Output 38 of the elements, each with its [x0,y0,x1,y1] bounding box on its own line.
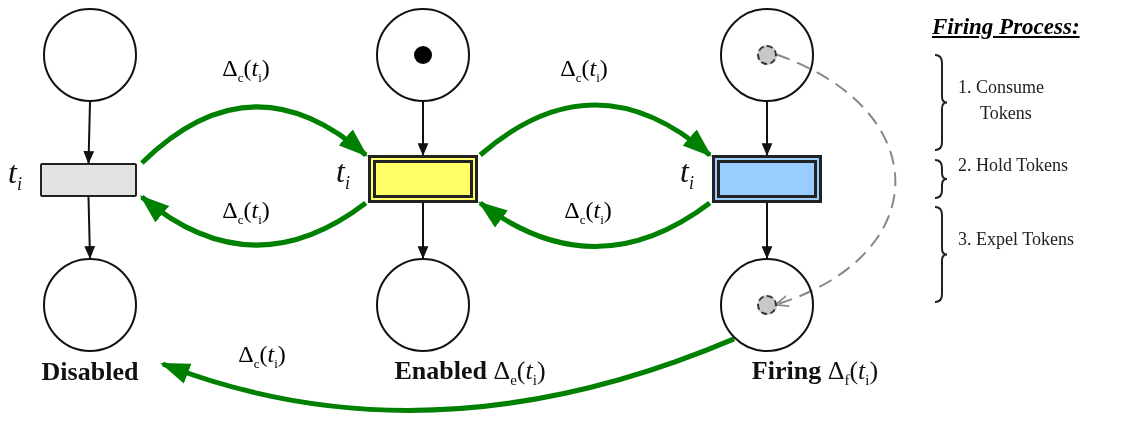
state-label: Firing Δ$_{f}$(t$_{i}$) [710,346,920,400]
place-circle [376,258,470,352]
state-label: Enabled Δ$_{e}$(t$_{i}$) [355,346,585,400]
token-dot [756,44,777,65]
arrow [140,104,368,165]
arrow [160,336,735,413]
edge-label: Δ$_{c}$(t$_{i}$) [220,198,272,226]
arrow [139,195,368,248]
place-circle [43,258,137,352]
place-circle [376,8,470,102]
transition-label: t$_{i}$ [336,155,350,193]
state-label: Disabled [20,352,160,392]
place-circle [720,8,814,102]
transition-bar [712,155,822,203]
transition-label: t$_{i}$ [8,156,22,194]
place-circle [43,8,137,102]
transition-label: t$_{i}$ [680,155,694,193]
arrow [761,101,773,157]
arrow [84,196,96,260]
step-label: 3. Expel Tokens [958,228,1075,251]
transition-bar [368,155,478,203]
step-label: 2. Hold Tokens [958,154,1069,177]
transition-bar [40,163,137,197]
edge-label: Δ$_{c}$(t$_{i}$) [562,198,614,226]
arrow [761,202,773,260]
arrow [83,101,95,165]
edge-label: Δ$_{c}$(t$_{i}$) [220,56,272,84]
arrow [478,102,712,157]
arrow [417,202,429,260]
arrow [478,200,712,249]
token-dot [756,294,777,315]
step-label: 1. Consume Tokens [958,76,1045,126]
arrow [417,101,429,157]
edge-label: Δ$_{c}$(t$_{i}$) [558,56,610,84]
title: Firing Process: [932,14,1080,40]
edge-label: Δ$_{c}$(t$_{i}$) [236,342,288,370]
place-circle [720,258,814,352]
token-dot [413,45,432,64]
